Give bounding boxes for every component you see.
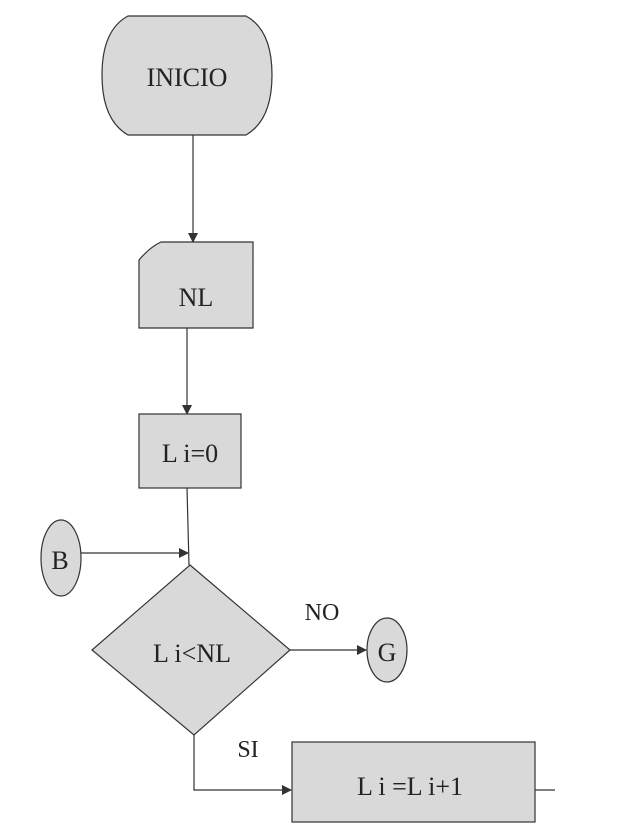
connector-b-label: B — [51, 546, 68, 575]
connector-g-label: G — [378, 638, 397, 667]
init-process: L i=0 — [138, 413, 242, 489]
increment-process: L i =L i+1 — [291, 741, 536, 823]
connector-b: B — [40, 519, 82, 597]
decision-label: L i<NL — [153, 639, 231, 668]
increment-label: L i =L i+1 — [357, 772, 463, 801]
connector-g: G — [366, 617, 408, 683]
input-label: NL — [179, 283, 214, 312]
decision-diamond: L i<NL — [91, 564, 291, 736]
arrow-decision-to-increment — [193, 735, 292, 795]
no-label: NO — [305, 600, 340, 626]
start-label: INICIO — [147, 63, 228, 92]
yes-label: SI — [237, 737, 258, 763]
start-terminal: INICIO — [101, 15, 273, 136]
input-card: NL — [138, 241, 254, 329]
init-label: L i=0 — [162, 439, 218, 468]
